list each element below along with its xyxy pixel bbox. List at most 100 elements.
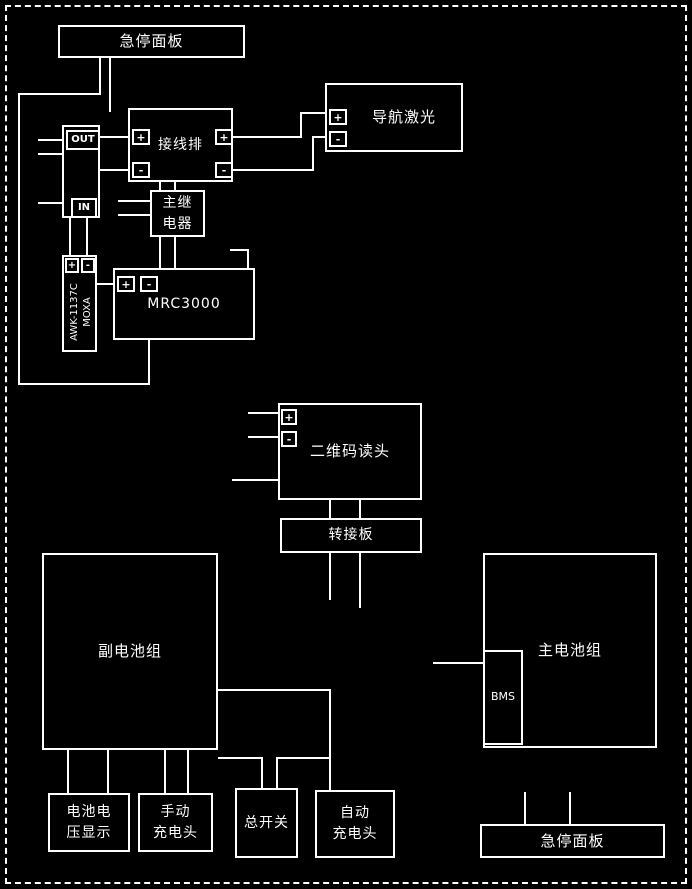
- minus-sign: -: [221, 163, 227, 177]
- wire: [300, 112, 327, 114]
- wire: [109, 58, 111, 112]
- wire: [100, 136, 128, 138]
- auto-charging-head-label: 自动 充电头: [332, 805, 378, 842]
- wire: [247, 249, 249, 268]
- plus-sign: +: [333, 110, 343, 124]
- node-terminal-strip: + + - - 接线排: [128, 108, 233, 182]
- wire: [118, 214, 150, 216]
- wire: [218, 757, 262, 759]
- moxa-minus-terminal: -: [81, 258, 95, 273]
- node-battery-voltage-display: 电池电 压显示: [48, 793, 130, 852]
- terminal-strip-minus-right: -: [215, 162, 233, 178]
- moxa-plus-terminal: +: [65, 258, 79, 273]
- diagram-border: [5, 5, 687, 884]
- mrc3000-label: MRC3000: [147, 295, 221, 312]
- wire: [97, 283, 113, 285]
- wire: [300, 113, 302, 138]
- wire: [312, 136, 327, 138]
- wire: [230, 249, 249, 251]
- wire: [359, 500, 361, 518]
- main-relay-label: 主继 电器: [162, 194, 193, 232]
- wire: [433, 662, 483, 664]
- wire: [86, 218, 88, 255]
- node-moxa-converter: + - AWK-1137C MOXA: [62, 255, 97, 352]
- wire: [100, 169, 128, 171]
- wire: [38, 139, 62, 141]
- node-secondary-battery-pack: 副电池组: [42, 553, 218, 750]
- qr-code-reader-label: 二维码读头: [309, 442, 390, 461]
- node-emergency-stop-panel-top: 急停面板: [58, 25, 245, 58]
- plus-sign: +: [121, 277, 131, 291]
- secondary-battery-label: 副电池组: [97, 642, 162, 661]
- manual-charging-head-label: 手动 充电头: [153, 803, 198, 841]
- moxa-rotated-label: AWK-1137C MOXA: [66, 275, 96, 349]
- plus-sign: +: [284, 410, 294, 424]
- node-navigation-laser: + - 导航激光: [325, 83, 463, 152]
- terminal-strip-plus-left: +: [132, 129, 150, 145]
- node-mrc3000-controller: + - MRC3000: [113, 268, 255, 340]
- wire: [38, 202, 62, 204]
- wire: [99, 58, 101, 95]
- wire: [159, 182, 161, 190]
- wire: [276, 757, 330, 759]
- wire: [329, 553, 331, 600]
- wire: [18, 383, 150, 385]
- wire: [329, 500, 331, 518]
- node-manual-charging-head: 手动 充电头: [138, 793, 213, 852]
- in-label: IN: [77, 202, 91, 213]
- qr-reader-minus-terminal: -: [281, 431, 297, 447]
- minus-sign: -: [138, 163, 144, 177]
- node-emergency-stop-panel-bottom: 急停面板: [480, 824, 665, 858]
- wire: [232, 479, 278, 481]
- wire: [569, 792, 571, 825]
- main-switch-label: 总开关: [244, 814, 289, 831]
- main-battery-label: 主电池组: [537, 641, 602, 660]
- wire: [164, 750, 166, 793]
- wire: [359, 553, 361, 608]
- wire: [38, 153, 62, 155]
- out-label: OUT: [71, 134, 95, 145]
- nav-laser-minus-terminal: -: [329, 131, 347, 147]
- wire: [148, 340, 150, 383]
- wire: [524, 792, 526, 825]
- qr-reader-plus-terminal: +: [281, 409, 297, 425]
- wire: [118, 200, 150, 202]
- wire: [18, 93, 20, 385]
- node-qr-code-reader: + - 二维码读头: [278, 403, 422, 500]
- minus-sign: -: [286, 432, 292, 446]
- terminal-strip-plus-right: +: [215, 129, 233, 145]
- minus-sign: -: [335, 132, 341, 146]
- node-main-switch: 总开关: [235, 788, 298, 858]
- wire: [18, 93, 101, 95]
- battery-voltage-display-label: 电池电 压显示: [66, 803, 112, 841]
- mrc3000-minus-terminal: -: [140, 276, 158, 292]
- wire: [312, 136, 314, 171]
- plus-sign: +: [67, 259, 77, 271]
- moxa-model-label: AWK-1137C: [69, 283, 80, 341]
- nav-laser-plus-terminal: +: [329, 109, 347, 125]
- wire: [174, 237, 176, 268]
- terminal-strip-minus-left: -: [132, 162, 150, 178]
- bms-label: BMS: [490, 690, 516, 704]
- io-in-port: IN: [71, 198, 97, 218]
- wire: [159, 237, 161, 268]
- navigation-laser-label: 导航激光: [371, 108, 436, 127]
- adapter-board-label: 转接板: [328, 527, 374, 543]
- wire: [187, 750, 189, 793]
- io-out-port: OUT: [66, 130, 100, 150]
- terminal-strip-label: 接线排: [158, 136, 203, 153]
- wire: [69, 218, 71, 255]
- wire: [67, 750, 69, 793]
- wire: [174, 182, 176, 190]
- plus-sign: +: [136, 130, 146, 144]
- emergency-stop-panel-top-label: 急停面板: [119, 32, 184, 51]
- wire: [218, 689, 330, 691]
- wire: [233, 169, 312, 171]
- wire: [261, 757, 263, 788]
- node-bms: BMS: [483, 650, 523, 745]
- wire: [233, 136, 300, 138]
- minus-sign: -: [85, 259, 91, 271]
- node-io-module: OUT IN: [62, 125, 100, 218]
- mrc3000-plus-terminal: +: [117, 276, 135, 292]
